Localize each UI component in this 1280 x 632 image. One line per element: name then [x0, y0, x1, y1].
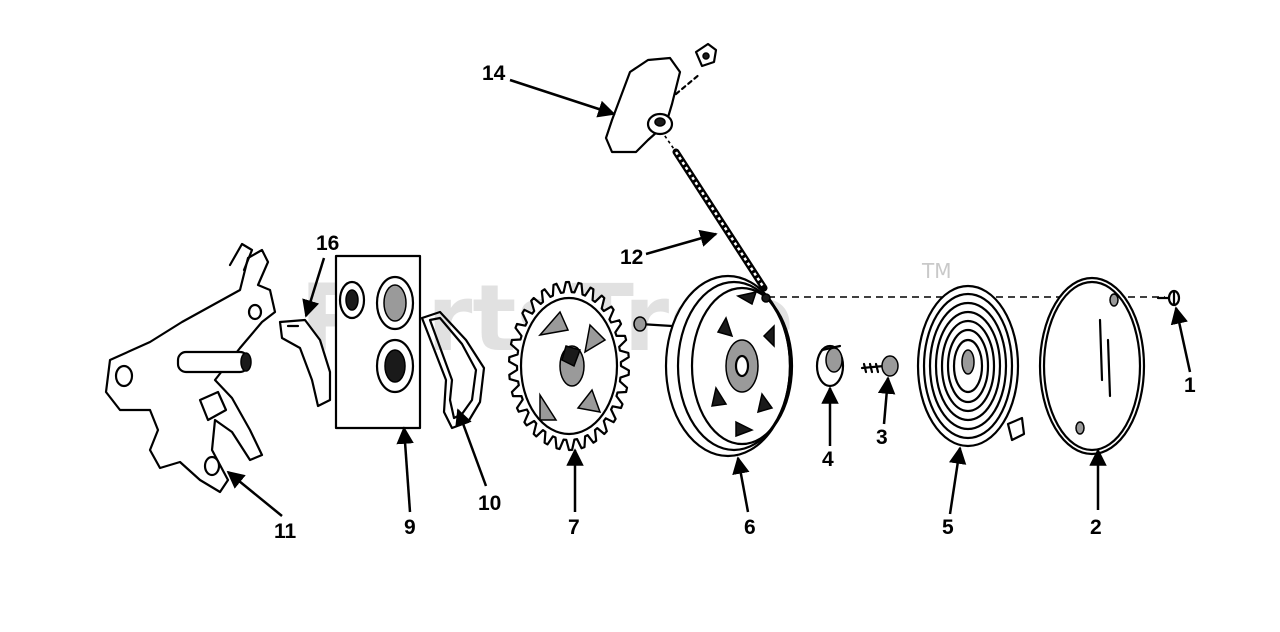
callout-label-5: 5: [942, 516, 954, 539]
arrow-1: [1170, 306, 1192, 373]
part-10-gasket: [420, 310, 486, 430]
part-7-gear: [508, 280, 630, 452]
arrow-12: [645, 229, 718, 256]
part-14-starter-handle: [604, 42, 718, 154]
part-4-retainer: [815, 344, 845, 388]
callout-label-10: 10: [478, 492, 501, 515]
callout-label-3: 3: [876, 426, 888, 449]
part-11-control-bracket: [104, 242, 277, 494]
arrow-14: [509, 78, 616, 118]
part-12-starter-rope: [657, 125, 768, 292]
arrow-10: [455, 408, 488, 487]
part-1-screw: [1156, 289, 1181, 307]
arrow-5: [948, 446, 967, 515]
callout-label-7: 7: [568, 516, 580, 539]
arrow-6: [732, 456, 750, 513]
part-5-recoil-spring: [916, 284, 1026, 448]
callout-arrows: [226, 78, 1192, 517]
callout-label-4: 4: [822, 448, 834, 471]
callout-label-2: 2: [1090, 516, 1102, 539]
callout-label-16: 16: [316, 232, 339, 255]
arrow-11: [226, 470, 283, 517]
callout-label-9: 9: [404, 516, 416, 539]
callout-labels: 1 2 3 4 5 6 7 9 10 11 12 14 16: [274, 62, 1196, 543]
arrow-16: [302, 257, 326, 318]
callout-label-12: 12: [620, 246, 643, 269]
part-2-cover: [1038, 276, 1146, 456]
callout-label-14: 14: [482, 62, 506, 85]
part-3-bolt: [860, 355, 899, 377]
callout-label-11: 11: [274, 520, 297, 543]
watermark-trademark: TM: [921, 259, 951, 283]
part-9-plate: [334, 254, 422, 430]
arrow-9: [396, 426, 414, 513]
callout-label-6: 6: [744, 516, 756, 539]
callout-label-1: 1: [1184, 374, 1196, 397]
part-6-pulley: [633, 274, 794, 458]
part-16-spring-clip: [278, 318, 332, 408]
arrow-3: [877, 376, 896, 425]
